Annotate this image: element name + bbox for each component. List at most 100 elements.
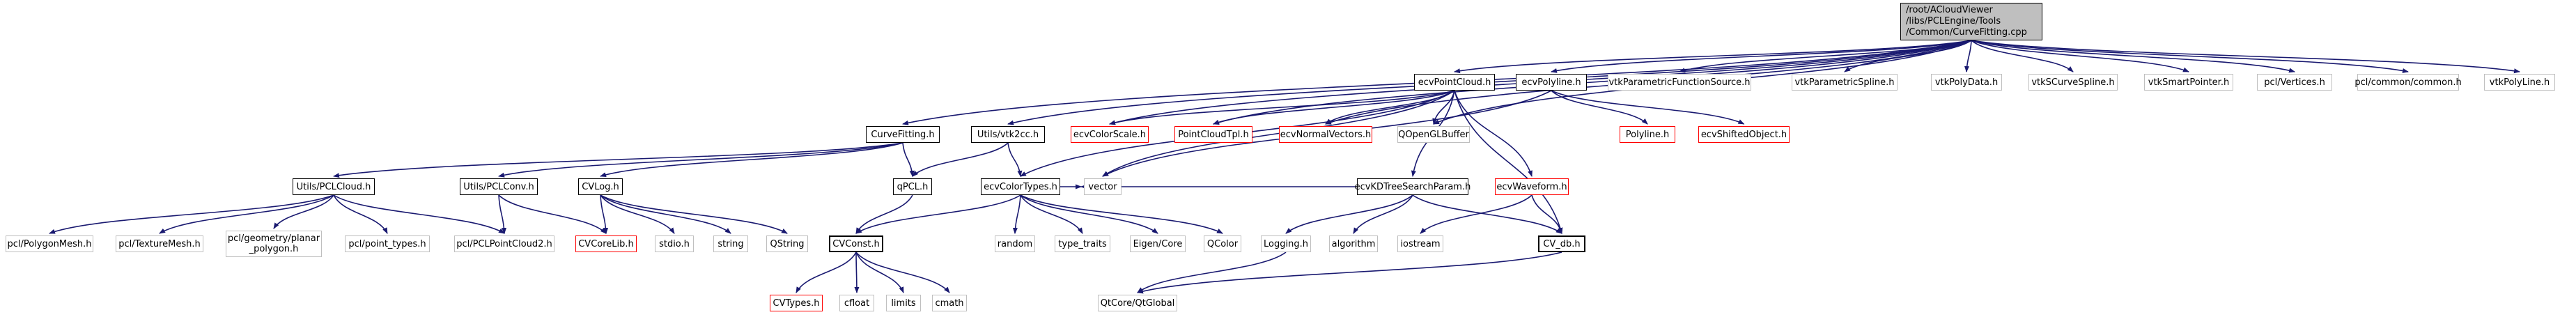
include-edge-cpp-to-vtkpd: [1964, 40, 1972, 72]
include-edge-pclcloud-to-pcl_polygonmesh: [49, 194, 334, 234]
graph-node-vtkpd[interactable]: vtkPolyData.h: [1931, 74, 2002, 91]
graph-node-logging[interactable]: Logging.h: [1261, 235, 1311, 252]
graph-node-qpcl[interactable]: qPCL.h: [893, 178, 932, 195]
graph-node-type_traits[interactable]: type_traits: [1055, 235, 1110, 252]
graph-node-cmath[interactable]: cmath: [932, 295, 967, 311]
include-edge-cpp-to-vtkscs: [1971, 40, 2074, 72]
graph-node-pcl_pointtypes[interactable]: pcl/point_types.h: [345, 235, 430, 252]
graph-node-cv_db[interactable]: CV_db.h: [1538, 235, 1585, 252]
include-edge-cpp-to-vtkps: [1844, 40, 1972, 72]
include-edge-ecvwaveform-to-iostream: [1420, 194, 1533, 234]
include-edge-ecvpointcloud-to-pointcloudtpl: [1213, 90, 1455, 125]
include-edge-cv_db-to-qtglobal: [1137, 252, 1562, 294]
graph-node-pointcloudtpl[interactable]: PointCloudTpl.h: [1174, 126, 1252, 143]
include-edge-ecvpointcloud-to-ecvcolorscale: [1109, 90, 1455, 125]
graph-node-cvtypes[interactable]: CVTypes.h: [770, 295, 823, 311]
include-edge-cvconst-to-cfloat: [854, 252, 860, 293]
graph-node-pclconv[interactable]: Utils/PCLConv.h: [460, 178, 538, 195]
include-edge-cvconst-to-cvtypes: [796, 252, 857, 293]
graph-node-pcl_texturemesh[interactable]: pcl/TextureMesh.h: [116, 235, 203, 252]
graph-node-pcl_planar[interactable]: pcl/geometry/planar _polygon.h: [226, 231, 322, 257]
graph-node-vtkpfs[interactable]: vtkParametricFunctionSource.h: [1608, 74, 1751, 91]
graph-node-ecvpolyline[interactable]: ecvPolyline.h: [1516, 74, 1587, 91]
graph-node-pcl_polygonmesh[interactable]: pcl/PolygonMesh.h: [6, 235, 93, 252]
graph-node-random[interactable]: random: [995, 235, 1035, 252]
include-edge-ecvkdtree-to-cv_db: [1412, 194, 1562, 234]
include-edge-ecvkdtree-to-logging: [1285, 194, 1413, 234]
include-edge-cpp-to-vtkpfs: [1679, 40, 1972, 73]
include-edge-curvefitting_h-to-qpcl: [902, 142, 915, 177]
include-edge-cvconst-to-cmath: [855, 252, 950, 293]
include-edge-cpp-to-vtkpolyline: [1971, 40, 2520, 74]
graph-node-vtksp[interactable]: vtkSmartPointer.h: [2144, 74, 2233, 91]
include-edge-curvefitting_h-to-cvlog: [600, 142, 903, 178]
include-edge-cvlog-to-qstring: [600, 194, 788, 234]
include-edge-ecvcolortypes-to-type_traits: [1020, 194, 1083, 234]
include-edge-pclconv-to-pcl_pclpointcloud2: [498, 194, 507, 234]
graph-node-iostream[interactable]: iostream: [1397, 235, 1443, 252]
graph-node-vtkscs[interactable]: vtkSCurveSpline.h: [2028, 74, 2118, 91]
include-edge-curvefitting_h-to-pclconv: [498, 142, 903, 178]
graph-root-node-cpp: /root/ACloudViewer /libs/PCLEngine/Tools…: [1900, 3, 2042, 40]
include-edge-cpp-to-vtksp: [1971, 40, 2189, 72]
include-edge-ecvpointcloud-to-ecvwaveform: [1454, 90, 1533, 177]
graph-node-algorithm[interactable]: algorithm: [1329, 235, 1378, 252]
include-edge-ecvwaveform-to-cv_db: [1531, 194, 1563, 234]
graph-node-ecvcolorscale[interactable]: ecvColorScale.h: [1071, 126, 1149, 143]
include-edge-ecvcolortypes-to-random: [1012, 194, 1021, 234]
graph-node-polyline_h[interactable]: Polyline.h: [1620, 126, 1675, 143]
include-edge-vtk2cc-to-ecvcolortypes: [1007, 142, 1023, 177]
graph-node-vector[interactable]: vector: [1084, 178, 1122, 195]
graph-node-pclvertices[interactable]: pcl/Vertices.h: [2257, 74, 2332, 91]
graph-node-vtkps[interactable]: vtkParametricSpline.h: [1792, 74, 1898, 91]
include-edge-ecvpointcloud-to-vector: [1102, 90, 1455, 177]
graph-node-vtkpolyline[interactable]: vtkPolyLine.h: [2484, 74, 2555, 91]
graph-node-ecvwaveform[interactable]: ecvWaveform.h: [1495, 178, 1569, 195]
include-edge-ecvpolyline-to-polyline_h: [1551, 90, 1648, 125]
graph-node-qtglobal[interactable]: QtCore/QtGlobal: [1098, 295, 1177, 311]
include-edge-ecvcolortypes-to-eigen_core: [1020, 194, 1158, 234]
include-edge-ecvcolortypes-to-cvconst: [855, 194, 1021, 234]
graph-node-ecvkdtree[interactable]: ecvKDTreeSearchParam.h: [1355, 178, 1471, 195]
include-edge-pclcloud-to-pcl_planar: [273, 194, 334, 229]
graph-node-cvconst[interactable]: CVConst.h: [829, 235, 883, 252]
graph-node-qopenglbuffer[interactable]: QOpenGLBuffer: [1397, 126, 1470, 143]
include-edge-logging-to-qtglobal: [1137, 252, 1287, 293]
include-edge-vtk2cc-to-qpcl: [912, 142, 1009, 177]
graph-node-stdio[interactable]: stdio.h: [655, 235, 694, 252]
graph-node-ecvpointcloud[interactable]: ecvPointCloud.h: [1414, 74, 1495, 91]
include-edge-cpp-to-pclcommon: [1971, 40, 2409, 73]
graph-node-qstring[interactable]: QString: [766, 235, 808, 252]
include-edge-pclconv-to-cvcorelib: [498, 194, 607, 234]
graph-node-ecvnormalvectors[interactable]: ecvNormalVectors.h: [1279, 126, 1372, 143]
graph-node-cvlog[interactable]: CVLog.h: [578, 178, 623, 195]
graph-node-pcl_pclpointcloud2[interactable]: pcl/PCLPointCloud2.h: [454, 235, 554, 252]
include-edge-ecvkdtree-to-algorithm: [1353, 194, 1413, 234]
include-edge-cpp-to-ecvpointcloud: [1454, 40, 1972, 74]
include-edge-qpcl-to-cvconst: [855, 194, 913, 234]
include-edge-cpp-to-pclvertices: [1971, 40, 2295, 73]
include-edge-pclcloud-to-pcl_pointtypes: [333, 194, 388, 234]
include-edge-pclcloud-to-pcl_pclpointcloud2: [333, 194, 505, 234]
graph-node-pclcommon[interactable]: pcl/common/common.h: [2354, 74, 2462, 91]
include-edge-curvefitting_h-to-pclcloud: [333, 142, 903, 178]
graph-node-limits[interactable]: limits: [886, 295, 921, 311]
include-edge-cvlog-to-string: [600, 194, 731, 234]
graph-node-qcolor[interactable]: QColor: [1204, 235, 1241, 252]
graph-node-cvcorelib[interactable]: CVCoreLib.h: [575, 235, 637, 252]
include-edge-ecvcolortypes-to-qcolor: [1020, 194, 1223, 234]
graph-node-string[interactable]: string: [713, 235, 748, 252]
graph-node-ecvshiftedobject[interactable]: ecvShiftedObject.h: [1698, 126, 1790, 143]
graph-node-eigen_core[interactable]: Eigen/Core: [1130, 235, 1186, 252]
include-edge-cpp-to-ecvpolyline: [1551, 40, 1972, 73]
include-edge-pclcloud-to-pcl_texturemesh: [159, 194, 334, 234]
graph-node-pclcloud[interactable]: Utils/PCLCloud.h: [293, 178, 375, 195]
graph-node-curvefitting_h[interactable]: CurveFitting.h: [866, 126, 940, 143]
graph-node-cfloat[interactable]: cfloat: [839, 295, 874, 311]
graph-node-vtk2cc[interactable]: Utils/vtk2cc.h: [971, 126, 1045, 143]
include-edge-cvconst-to-limits: [855, 252, 904, 293]
graph-node-ecvcolortypes[interactable]: ecvColorTypes.h: [981, 178, 1060, 195]
include-edge-cvlog-to-stdio: [600, 194, 675, 234]
